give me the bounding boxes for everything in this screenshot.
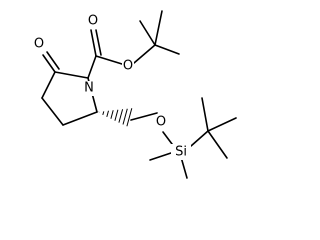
bond-si-ctert <box>190 130 209 147</box>
bond-cquat-me1 <box>154 10 163 46</box>
bond-cquat-me3 <box>139 20 156 46</box>
chemical-structure-diagram: O N O O O Si <box>33 10 237 179</box>
atom-nitrogen: N <box>83 81 95 96</box>
wedge-hash <box>106 110 109 118</box>
atom-label-n: N <box>84 81 94 96</box>
wedge-hash <box>110 110 114 119</box>
wedge-hash <box>118 109 124 123</box>
bond-n-carbamate <box>87 55 97 79</box>
bond-keto-double-1 <box>42 54 56 73</box>
bond-si-me-down <box>180 156 188 179</box>
hashed-wedge-bond <box>98 108 133 127</box>
bond-carbamate-oester <box>95 55 123 65</box>
atom-oxygen-keto: O <box>33 37 45 52</box>
bond-lines <box>41 10 237 179</box>
atom-labels: O N O O O Si <box>33 14 191 160</box>
bond-ctert-me-right <box>207 117 237 132</box>
atom-oxygen-carbonyl: O <box>87 14 99 29</box>
bond-c2-c3 <box>62 111 98 126</box>
bond-c3-c4 <box>41 97 64 126</box>
atom-label-o-ester: O <box>123 59 133 74</box>
bond-carbamate-double-1 <box>90 29 97 57</box>
wedge-hash <box>122 108 128 125</box>
atom-label-o-ether: O <box>156 115 166 130</box>
atom-label-si: Si <box>175 145 187 160</box>
wedge-hash <box>126 108 133 127</box>
atom-label-o-keto: O <box>34 37 44 52</box>
atom-label-o-carbonyl: O <box>88 14 98 29</box>
atom-silicon: Si <box>171 144 191 160</box>
atom-oxygen-ether: O <box>155 115 167 131</box>
bond-ctert-me-up <box>201 97 209 132</box>
bond-si-me-left <box>149 152 172 161</box>
bond-c5-n <box>54 71 89 79</box>
atom-oxygen-ester: O <box>122 59 134 74</box>
bond-keto-double-2 <box>46 51 60 70</box>
bond-oester-cquat <box>133 44 156 64</box>
bond-c4-c5 <box>41 71 56 99</box>
wedge-hash <box>102 111 105 116</box>
bond-cquat-me2 <box>154 44 180 55</box>
bond-ctert-me-down <box>207 130 228 159</box>
bond-ch2-oether <box>130 112 158 121</box>
bond-carbamate-double-2 <box>95 29 102 56</box>
wedge-hash <box>114 109 119 121</box>
